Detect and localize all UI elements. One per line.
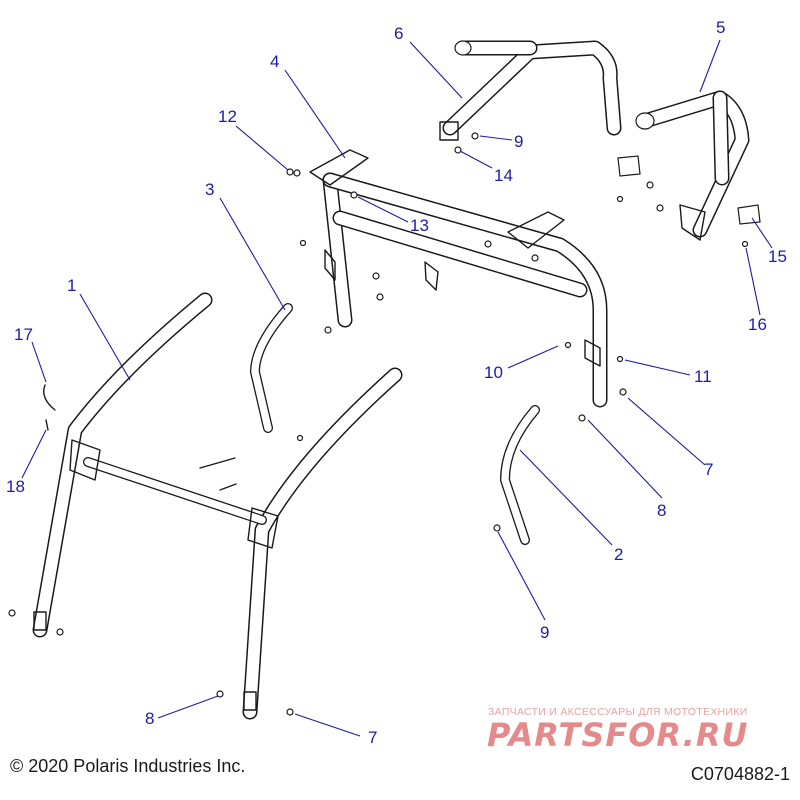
callout-label: 2	[614, 545, 623, 564]
callout-label: 12	[218, 107, 237, 126]
watermark-tagline: ЗАПЧАСТИ И АКСЕССУАРЫ ДЛЯ МОТОТЕХНИКИ	[488, 706, 748, 718]
callout-label: 1	[67, 276, 76, 295]
callout-label: 9	[514, 132, 523, 151]
end-cap	[617, 155, 761, 225]
callout-label: 4	[270, 52, 279, 71]
callout-label: 13	[410, 216, 429, 235]
callout-label: 8	[145, 709, 154, 728]
rear-roll-bar	[635, 90, 750, 241]
callout-label: 3	[205, 180, 214, 199]
callout-label: 7	[704, 460, 713, 479]
front-cage-hoop	[32, 292, 403, 720]
hardware	[8, 132, 749, 716]
watermark-logo: PARTSFOR.RU	[487, 716, 749, 754]
callout-label: 15	[768, 247, 787, 266]
callout-label: 11	[694, 367, 712, 386]
callout-label: 18	[6, 477, 25, 496]
rear-cage-frame	[309, 149, 608, 408]
trim-pieces	[43, 384, 237, 491]
callout-label: 9	[540, 623, 549, 642]
callout-label: 6	[394, 24, 403, 43]
callout-leaders	[21, 39, 773, 737]
callout-label: 7	[368, 728, 377, 747]
copyright-notice: © 2020 Polaris Industries Inc.	[10, 756, 246, 776]
callout-label: 8	[657, 501, 666, 520]
callout-label: 10	[484, 363, 503, 382]
callout-labels: 1 2 3 4 5 6 7 7 8 8 9 9 10 11 12 13 14 1…	[6, 18, 787, 747]
front-lower-brace	[250, 303, 293, 433]
callout-label: 16	[748, 315, 767, 334]
callout-label: 5	[716, 18, 725, 37]
front-roll-bar	[439, 40, 622, 141]
callout-label: 14	[494, 166, 513, 185]
callout-label: 17	[14, 325, 33, 344]
rear-lower-brace	[500, 405, 540, 545]
figure-code: C0704882-1	[690, 764, 790, 784]
